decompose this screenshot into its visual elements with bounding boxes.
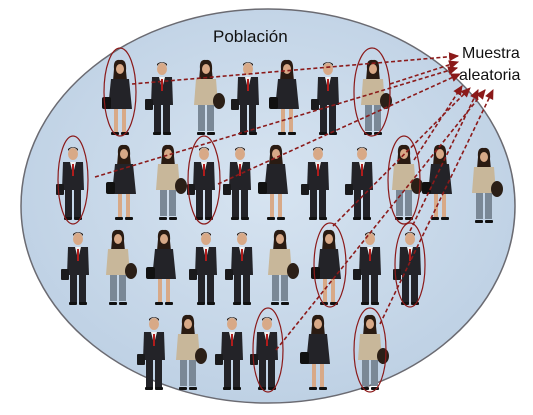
selection-ring [394, 222, 426, 308]
person-figure [176, 314, 207, 390]
person-figure [300, 314, 330, 390]
person-figure [393, 232, 421, 305]
person-figure [137, 317, 165, 390]
sample-label-line2: aleatoria [459, 67, 520, 84]
selection-ring [57, 135, 89, 225]
selection-rings [57, 47, 426, 393]
selection-ring [387, 135, 421, 225]
population-people [56, 59, 503, 390]
selection-arrow [413, 85, 463, 161]
person-figure [250, 317, 278, 390]
selection-ring [252, 307, 284, 393]
person-figure [145, 62, 173, 135]
selection-arrow [389, 60, 460, 85]
selection-ring [353, 307, 387, 393]
selection-ring [187, 135, 221, 225]
person-figure [311, 229, 341, 305]
selection-arrow [275, 89, 486, 351]
person-figure [353, 232, 381, 305]
person-figure [358, 314, 389, 390]
sample-label-line1: Muestra [462, 45, 520, 62]
person-figure [61, 232, 89, 305]
person-figure [106, 144, 136, 220]
selection-ring [103, 47, 137, 137]
selection-arrow [217, 73, 462, 185]
person-figure [189, 232, 217, 305]
selection-arrows [94, 52, 494, 351]
person-figure [146, 229, 176, 305]
person-figure [345, 147, 373, 220]
person-figure [361, 59, 392, 135]
population-label: Población [213, 27, 288, 46]
person-figure [422, 144, 452, 220]
selection-arrow [94, 66, 459, 178]
selection-ring [313, 222, 347, 308]
selection-arrow [131, 52, 460, 85]
person-figure [215, 317, 243, 390]
person-figure [472, 147, 503, 223]
person-figure [156, 144, 187, 220]
person-figure [194, 59, 225, 135]
person-figure [223, 147, 251, 220]
person-figure [225, 232, 253, 305]
person-figure [268, 229, 299, 305]
person-figure [311, 62, 339, 135]
selection-ring [353, 47, 391, 137]
person-figure [187, 147, 215, 220]
selection-arrow [379, 88, 494, 325]
person-figure [301, 147, 329, 220]
selection-arrow [409, 88, 479, 232]
person-figure [106, 229, 137, 305]
population-ellipse [20, 8, 516, 404]
